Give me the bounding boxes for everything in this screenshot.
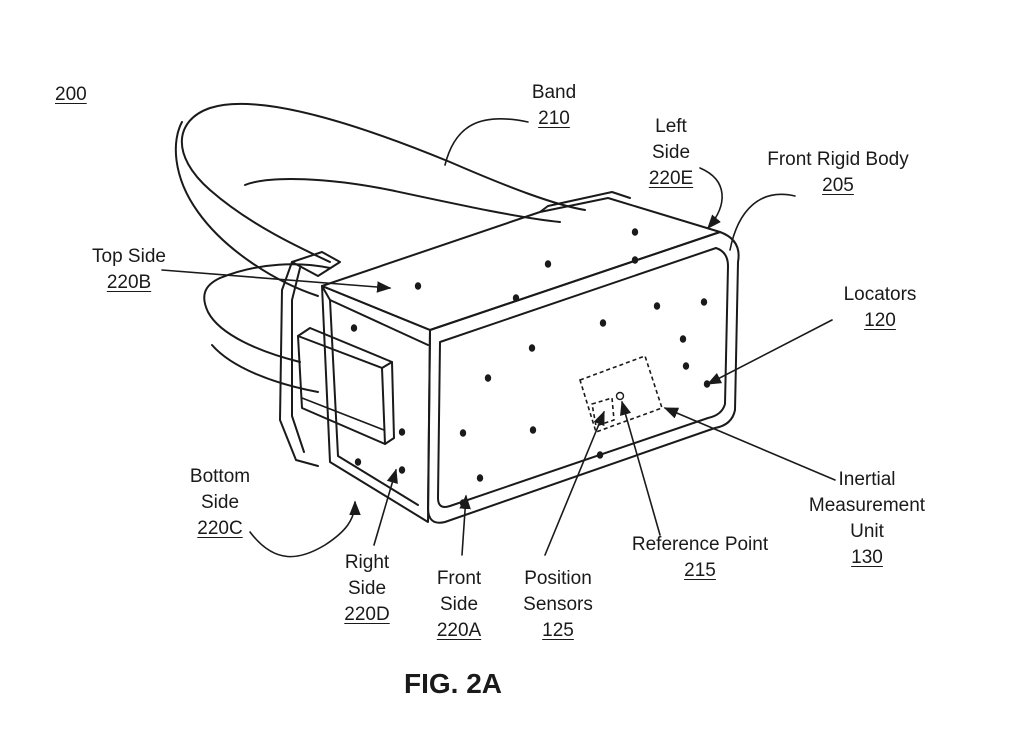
leader-front-rigid-body <box>730 194 795 250</box>
label-band: Band 210 <box>524 80 584 132</box>
leader-top-side <box>162 270 390 288</box>
figure-ref-number: 200 <box>55 82 87 108</box>
rigid-body-top <box>322 192 720 345</box>
label-top-side: Top Side 220B <box>82 244 176 296</box>
label-left-side: Left Side 220E <box>640 114 702 192</box>
leader-band <box>445 119 528 165</box>
leader-right-side <box>374 470 396 545</box>
label-right-side: Right Side 220D <box>336 550 398 628</box>
leader-left-side <box>700 168 722 228</box>
label-front-side: Front Side 220A <box>428 566 490 644</box>
band-buckle <box>298 328 394 444</box>
locators <box>351 228 710 507</box>
reference-point-marker <box>617 393 624 400</box>
label-reference-point: Reference Point 215 <box>615 532 785 584</box>
imu-box <box>580 356 662 432</box>
rigid-body-front <box>428 232 739 523</box>
leader-bottom-side <box>250 502 355 557</box>
leader-lines <box>162 119 835 557</box>
label-locators: Locators 120 <box>832 282 928 334</box>
leader-reference-point <box>622 402 660 535</box>
figure-caption: FIG. 2A <box>404 668 502 700</box>
band <box>176 104 585 392</box>
label-imu: Inertial Measurement Unit 130 <box>795 467 939 571</box>
label-bottom-side: Bottom Side 220C <box>180 464 260 542</box>
label-front-rigid-body: Front Rigid Body 205 <box>752 147 924 199</box>
label-position-sensors: Position Sensors 125 <box>510 566 606 644</box>
